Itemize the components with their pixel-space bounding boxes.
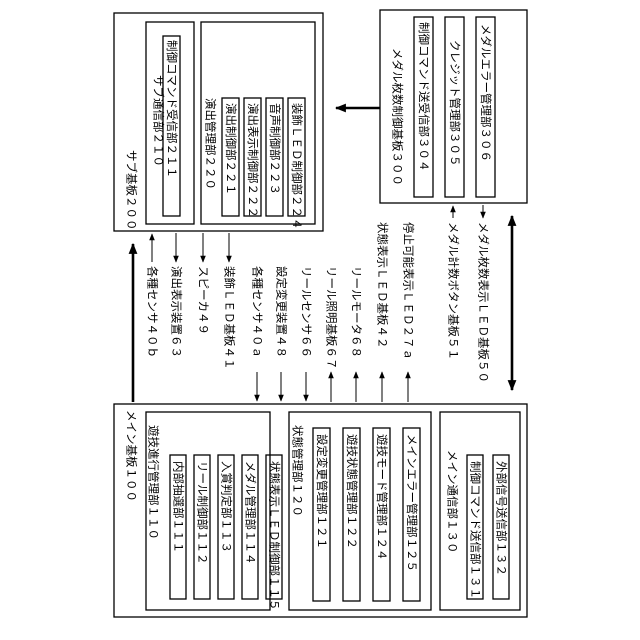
main-peripherals: 各種センサ４０ａ 設定変更装置４８ リールセンサ６６ リール照明基板６７ リール… — [251, 222, 416, 370]
ext-signal-label: 外部信号送信部１３２ — [495, 461, 509, 576]
effect-display-label: 演出表示制御部２２２ — [246, 103, 260, 218]
state-mgmt-items: 設定変更管理部１２１ 遊技状態管理部１２２ 遊技モード管理部１２４ メインエラー… — [313, 428, 420, 601]
main-board-title: メイン基板１００ — [125, 410, 139, 502]
medal-led-50-label: メダル枚数表示ＬＥＤ基板５０ — [477, 222, 491, 383]
prize-judge-label: 入賞判定部１１３ — [220, 461, 234, 553]
effect-control-label: 演出制御部２２１ — [224, 103, 238, 195]
main-comm-title: メイン通信部１３０ — [446, 450, 460, 554]
internal-lottery-label: 内部抽選部１１１ — [172, 461, 186, 553]
audio-control-label: 音声制御部２２３ — [268, 103, 282, 195]
medal-error-label: メダルエラー管理部３０６ — [479, 24, 493, 162]
reel-sensor-66-label: リールセンサ６６ — [300, 266, 314, 358]
game-state-label: 遊技状態管理部１２２ — [345, 434, 359, 549]
medal-board-items: 制御コマンド送受信部３０４ クレジット管理部３０５ メダルエラー管理部３０６ — [414, 17, 495, 197]
reel-control-label: リール制御部１１２ — [196, 461, 210, 565]
setting-device-48-label: 設定変更装置４８ — [275, 266, 289, 358]
credit-mgmt-label: クレジット管理部３０５ — [448, 40, 462, 167]
main-comm-items: 制御コマンド送信部１３１ 外部信号送信部１３２ — [467, 455, 509, 599]
main-error-label: メインエラー管理部１２５ — [405, 434, 419, 572]
medal-button-51-label: メダル計数ボタン基板５１ — [447, 222, 461, 360]
setting-change-label: 設定変更管理部１２１ — [315, 434, 329, 549]
medal-mgmt-label: メダル管理部１１４ — [244, 461, 258, 565]
deco-led-control-label: 装飾ＬＥＤ制御部２２４ — [290, 103, 304, 230]
game-progress-items: 内部抽選部１１１ リール制御部１１２ 入賞判定部１１３ メダル管理部１１４ 状態… — [170, 455, 282, 611]
stop-led-27a-label: 停止可能表示ＬＥＤ２７ａ — [402, 222, 416, 360]
sensor-40a-label: 各種センサ４０ａ — [251, 266, 265, 358]
sensor-40b-label: 各種センサ４０ｂ — [146, 266, 160, 358]
effect-display-63-label: 演出表示装置６３ — [170, 266, 184, 358]
deco-led-41-label: 装飾ＬＥＤ基板４１ — [223, 266, 237, 370]
status-led-42-label: 状態表示ＬＥＤ基板４２ — [376, 222, 390, 349]
effect-mgmt-items: 演出制御部２２１ 演出表示制御部２２２ 音声制御部２２３ 装飾ＬＥＤ制御部２２４ — [222, 98, 305, 230]
game-progress-title: 遊技進行管理部１１０ — [147, 425, 161, 540]
state-mgmt-title: 状態管理部１２０ — [291, 425, 305, 517]
game-mode-label: 遊技モード管理部１２４ — [375, 434, 389, 561]
sub-peripherals: 各種センサ４０ｂ 演出表示装置６３ スピーカ４９ 装飾ＬＥＤ基板４１ — [146, 266, 237, 370]
reel-motor-68-label: リールモータ６８ — [350, 266, 364, 358]
speaker-49-label: スピーカ４９ — [197, 266, 211, 335]
medal-peripherals: メダル計数ボタン基板５１ メダル枚数表示ＬＥＤ基板５０ — [447, 222, 491, 383]
cmd-send-label: 制御コマンド送信部１３１ — [469, 461, 483, 599]
effect-mgmt-title: 演出管理部２２０ — [204, 98, 218, 190]
status-led-control-label: 状態表示ＬＥＤ制御部１１５ — [268, 461, 282, 611]
cmd-txrx-label: 制御コマンド送受信部３０４ — [417, 22, 431, 172]
sub-board-title: サブ基板２００ — [125, 150, 139, 231]
reel-light-67-label: リール照明基板６７ — [325, 266, 339, 370]
cmd-receive-label: 制御コマンド受信部２１１ — [165, 40, 179, 178]
medal-board-title: メダル枚数制御基板３００ — [391, 48, 405, 186]
